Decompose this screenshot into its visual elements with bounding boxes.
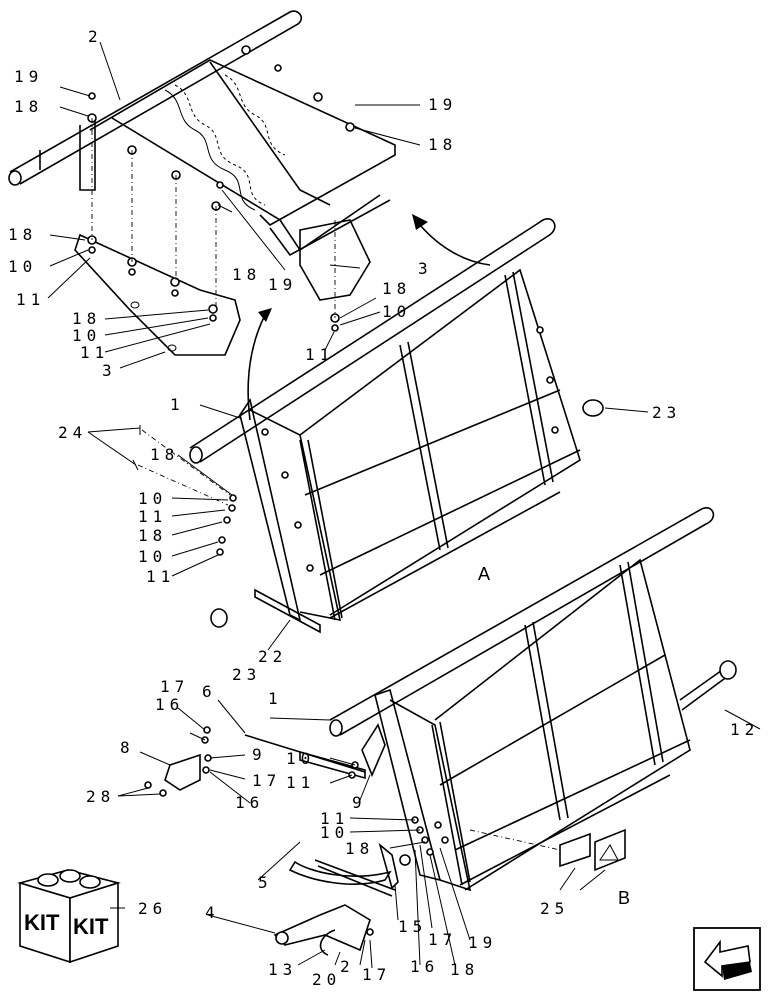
callout-18: 18 bbox=[138, 526, 167, 545]
leader-lines bbox=[47, 41, 761, 969]
callout-28: 28 bbox=[86, 787, 115, 806]
callout-19: 19 bbox=[428, 95, 457, 114]
callout-18: 18 bbox=[72, 309, 101, 328]
callout-3: 3 bbox=[418, 259, 433, 278]
callout-18: 18 bbox=[428, 135, 457, 154]
callout-2: 2 bbox=[340, 957, 355, 976]
callout-11: 11 bbox=[80, 343, 109, 362]
callout-18: 18 bbox=[345, 839, 374, 858]
callout-10: 10 bbox=[72, 326, 101, 345]
kit-box: KIT KIT bbox=[17, 869, 121, 964]
callout-1: 1 bbox=[170, 395, 185, 414]
callout-24: 24 bbox=[58, 423, 87, 442]
callout-15: 15 bbox=[398, 917, 427, 936]
callout-19: 19 bbox=[14, 67, 43, 86]
callout-11: 11 bbox=[320, 809, 349, 828]
exploded-top-assembly bbox=[8, 10, 396, 356]
callout-25: 25 bbox=[540, 899, 569, 918]
callout-6: 6 bbox=[202, 682, 217, 701]
callout-23: 23 bbox=[652, 403, 681, 422]
callout-17: 17 bbox=[252, 771, 281, 790]
callout-4: 4 bbox=[205, 903, 220, 922]
callout-18: 18 bbox=[450, 960, 479, 979]
callout-23: 23 bbox=[232, 665, 261, 684]
assembly-label-b: B bbox=[618, 888, 630, 908]
callout-18: 18 bbox=[382, 279, 411, 298]
assembly-b-shield bbox=[144, 507, 737, 956]
callout-10: 10 bbox=[138, 489, 167, 508]
callout-3: 3 bbox=[102, 361, 117, 380]
kit-label-left: KIT bbox=[24, 910, 60, 935]
callout-19: 19 bbox=[468, 933, 497, 952]
callout-17: 17 bbox=[160, 677, 189, 696]
kit-label-right: KIT bbox=[73, 914, 109, 939]
callout-12: 12 bbox=[730, 720, 759, 739]
callout-11: 11 bbox=[16, 290, 45, 309]
callout-18: 18 bbox=[150, 445, 179, 464]
callout-17: 17 bbox=[362, 965, 391, 984]
callout-10: 10 bbox=[320, 823, 349, 842]
assembly-label-a: A bbox=[478, 564, 490, 584]
callout-19: 19 bbox=[268, 275, 297, 294]
callout-18: 18 bbox=[232, 265, 261, 284]
move-arrows bbox=[247, 214, 491, 421]
callout-labels: 2 19 18 19 18 18 10 11 18 10 11 3 18 19 … bbox=[8, 27, 759, 989]
callout-11: 11 bbox=[286, 773, 315, 792]
callout-11: 11 bbox=[305, 345, 334, 364]
callout-20: 20 bbox=[312, 970, 341, 989]
callout-16: 16 bbox=[235, 793, 264, 812]
callout-10: 10 bbox=[286, 749, 315, 768]
callout-10: 10 bbox=[138, 547, 167, 566]
callout-9: 9 bbox=[252, 745, 267, 764]
callout-26: 26 bbox=[138, 899, 167, 918]
callout-16: 16 bbox=[410, 957, 439, 976]
callout-17: 17 bbox=[428, 930, 457, 949]
callout-10: 10 bbox=[382, 302, 411, 321]
callout-16: 16 bbox=[155, 695, 184, 714]
callout-11: 11 bbox=[146, 567, 175, 586]
callout-18: 18 bbox=[14, 97, 43, 116]
callout-18: 18 bbox=[8, 225, 37, 244]
assembly-a-shield bbox=[132, 218, 604, 634]
callout-22: 22 bbox=[258, 647, 287, 666]
previous-arrow-icon[interactable] bbox=[693, 927, 761, 991]
callout-11: 11 bbox=[138, 507, 167, 526]
callout-13: 13 bbox=[268, 960, 297, 979]
callout-9: 9 bbox=[352, 793, 367, 812]
callout-1: 1 bbox=[268, 689, 283, 708]
callout-5: 5 bbox=[258, 873, 273, 892]
callout-2: 2 bbox=[88, 27, 103, 46]
callout-8: 8 bbox=[120, 738, 135, 757]
callout-10: 10 bbox=[8, 257, 37, 276]
hardware-top bbox=[87, 45, 355, 332]
